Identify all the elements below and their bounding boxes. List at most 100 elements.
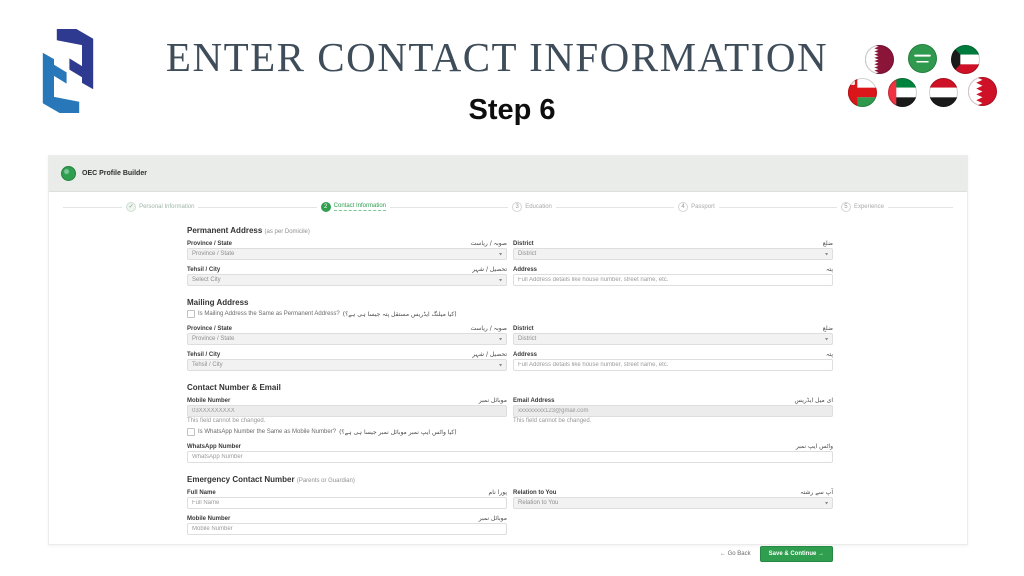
chevron-down-icon: ▾ [824, 337, 828, 342]
step-check-icon: ✓ [126, 202, 137, 212]
select-value: Relation to You [518, 500, 559, 506]
flag-kuwait-icon [951, 45, 980, 74]
step-number-badge: 4 [678, 202, 689, 212]
step-number-badge: 2 [320, 202, 331, 212]
chevron-down-icon: ▾ [498, 337, 502, 342]
province-state-label: Province / State [187, 326, 233, 332]
chevron-down-icon: ▾ [498, 278, 502, 283]
mailing-address-input[interactable] [513, 359, 833, 371]
email-address-label-urdu: ای میل ایڈریس [794, 397, 833, 404]
stepper-step-contact-information[interactable]: 2 Contact Information [317, 202, 390, 212]
mailing-address-heading: Mailing Address [187, 298, 249, 307]
stepper-connector [718, 206, 837, 208]
stepper-step-education[interactable]: 3 Education [508, 202, 556, 212]
tehsil-city-label: Tehsil / City [187, 352, 221, 358]
address-label-urdu: پتہ [826, 266, 833, 273]
contact-number-email-heading: Contact Number & Email [187, 383, 281, 392]
mailing-province-select[interactable]: Province / State ▾ [187, 333, 507, 345]
whatsapp-number-input[interactable] [187, 451, 833, 463]
flag-uae-icon [888, 78, 917, 107]
app-header: OEC Profile Builder [49, 156, 967, 192]
relation-to-you-label-urdu: آپ سے رشتہ [800, 489, 833, 496]
permanent-address-input[interactable] [513, 274, 833, 286]
stepper-step-passport[interactable]: 4 Passport [674, 202, 719, 212]
select-value: Tehsil / City [192, 362, 223, 368]
select-value: Province / State [192, 251, 235, 257]
tehsil-city-label-urdu: تحصیل / شہر [472, 266, 507, 273]
progress-stepper: ✓ Personal Information 2 Contact Informa… [49, 195, 967, 219]
save-continue-button[interactable]: Save & Continue → [759, 546, 833, 562]
full-name-label: Full Name [187, 490, 216, 496]
mobile-number-label: Mobile Number [187, 516, 231, 522]
whatsapp-number-label: WhatsApp Number [187, 444, 241, 450]
stepper-step-personal-information[interactable]: ✓ Personal Information [122, 202, 198, 212]
step-label: Education [525, 204, 552, 210]
step-label: Passport [691, 204, 715, 210]
permanent-district-select[interactable]: District ▾ [513, 248, 833, 260]
stepper-step-experience[interactable]: 5 Experience [837, 202, 888, 212]
province-state-label-urdu: صوبہ / ریاست [470, 240, 507, 247]
app-brand: OEC Profile Builder [82, 170, 147, 177]
step-label: Contact Information [333, 203, 387, 211]
email-address-label: Email Address [513, 398, 555, 404]
select-value: Province / State [192, 336, 235, 342]
same-as-permanent-checkbox[interactable] [187, 310, 195, 318]
heading-note: (as per Domicile) [264, 229, 310, 235]
chevron-down-icon: ▾ [498, 363, 502, 368]
district-label-urdu: ضلع [822, 240, 833, 247]
flag-saudi-arabia-icon [908, 44, 937, 73]
relation-to-you-label: Relation to You [513, 490, 557, 496]
district-label: District [513, 241, 534, 247]
permanent-tehsil-select[interactable]: Select City ▾ [187, 274, 507, 286]
oec-logo-icon [61, 166, 76, 181]
select-value: District [518, 336, 537, 342]
full-name-label-urdu: پورا نام [488, 489, 507, 496]
slide-step-subtitle: Step 6 [468, 94, 556, 126]
same-as-permanent-label-urdu: (کیا میلنگ ایڈریس مستقل پتہ جیسا ہی ہے؟) [342, 310, 457, 318]
relation-to-you-select[interactable]: Relation to You ▾ [513, 497, 833, 509]
permanent-province-select[interactable]: Province / State ▾ [187, 248, 507, 260]
address-label: Address [513, 352, 538, 358]
flag-yemen-icon [929, 78, 958, 107]
mobile-locked-note: This field cannot be changed. [187, 418, 266, 424]
whatsapp-number-label-urdu: واٹس ایپ نمبر [795, 443, 833, 450]
mobile-number-label-urdu: موبائل نمبر [478, 515, 507, 522]
stepper-connector [63, 206, 123, 208]
same-as-permanent-label: Is Mailing Address the Same as Permanent… [198, 311, 340, 317]
chevron-down-icon: ▾ [498, 252, 502, 257]
stepper-connector [887, 206, 953, 208]
same-as-mobile-label: Is WhatsApp Number the Same as Mobile Nu… [198, 429, 337, 435]
stepper-connector [390, 206, 509, 208]
mailing-tehsil-select[interactable]: Tehsil / City ▾ [187, 359, 507, 371]
address-label-urdu: پتہ [826, 351, 833, 358]
chevron-down-icon: ▾ [824, 501, 828, 506]
province-state-label-urdu: صوبہ / ریاست [470, 325, 507, 332]
emergency-mobile-number-input[interactable] [187, 523, 507, 535]
mobile-number-input [187, 405, 507, 417]
heading-note: (Parents or Guardian) [296, 478, 355, 484]
district-label: District [513, 326, 534, 332]
stepper-connector [555, 206, 675, 208]
select-value: District [518, 251, 537, 257]
company-hexagon-h-logo [33, 26, 103, 121]
stepper-connector [198, 206, 317, 208]
go-back-link[interactable]: ← Go Back [719, 551, 751, 557]
step-label: Personal Information [139, 204, 195, 210]
mailing-district-select[interactable]: District ▾ [513, 333, 833, 345]
mobile-number-label: Mobile Number [187, 398, 231, 404]
email-address-input [513, 405, 833, 417]
address-label: Address [513, 267, 538, 273]
step-label: Experience [853, 204, 884, 210]
flag-oman-icon [848, 78, 877, 107]
select-value: Select City [192, 277, 221, 283]
step-number-badge: 5 [840, 202, 851, 212]
province-state-label: Province / State [187, 241, 233, 247]
flag-qatar-icon [865, 45, 894, 74]
emergency-contact-heading: Emergency Contact Number (Parents or Gua… [187, 475, 355, 484]
emergency-full-name-input[interactable] [187, 497, 507, 509]
chevron-down-icon: ▾ [824, 252, 828, 257]
same-as-mobile-checkbox[interactable] [187, 428, 195, 436]
tehsil-city-label: Tehsil / City [187, 267, 221, 273]
flag-bahrain-icon [968, 77, 997, 106]
slide-title: ENTER CONTACT INFORMATION [165, 34, 829, 80]
